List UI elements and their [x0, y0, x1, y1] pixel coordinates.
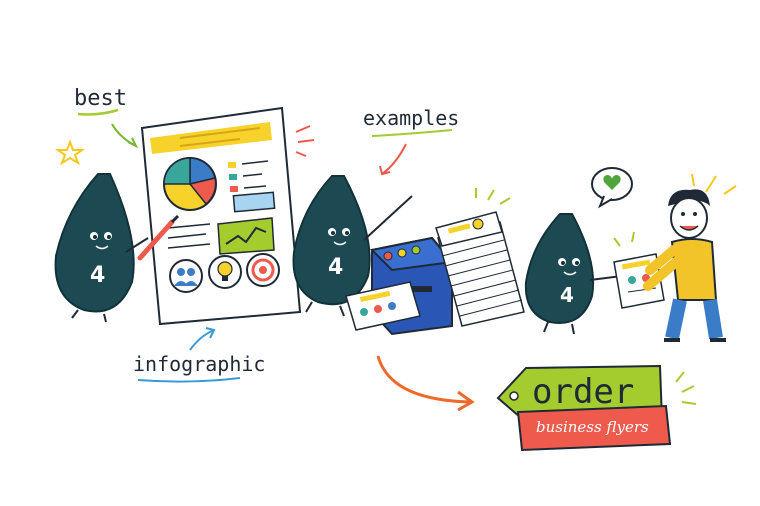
pie-chart-icon: [163, 157, 217, 211]
order-label: order: [532, 372, 635, 412]
best-arrow: [111, 123, 137, 147]
infographic-document: [140, 106, 315, 326]
order-arrow: [376, 355, 471, 404]
mascot-number: 4: [560, 283, 574, 307]
order-tag: [496, 364, 697, 452]
mascot-number: 4: [90, 263, 105, 288]
best-label: best: [74, 86, 127, 111]
mascot-left: 4: [54, 173, 180, 323]
infographic-label: infographic: [133, 352, 266, 376]
business-flyers-label: business flyers: [536, 418, 649, 436]
lightbulb-icon: [208, 255, 242, 289]
mascot-right: 4: [524, 213, 623, 335]
mascot-number: 4: [328, 255, 343, 280]
heart-icon: [591, 167, 633, 209]
star-icon: [54, 139, 86, 166]
examples-label: examples: [363, 106, 460, 130]
target-icon: [246, 253, 280, 287]
person: [643, 173, 737, 342]
flyer-stack: [435, 188, 525, 327]
mascot-middle: 4: [292, 175, 413, 317]
people-icon: [169, 259, 203, 293]
line-chart-icon: [217, 217, 275, 255]
flyer-printout: [345, 281, 421, 331]
